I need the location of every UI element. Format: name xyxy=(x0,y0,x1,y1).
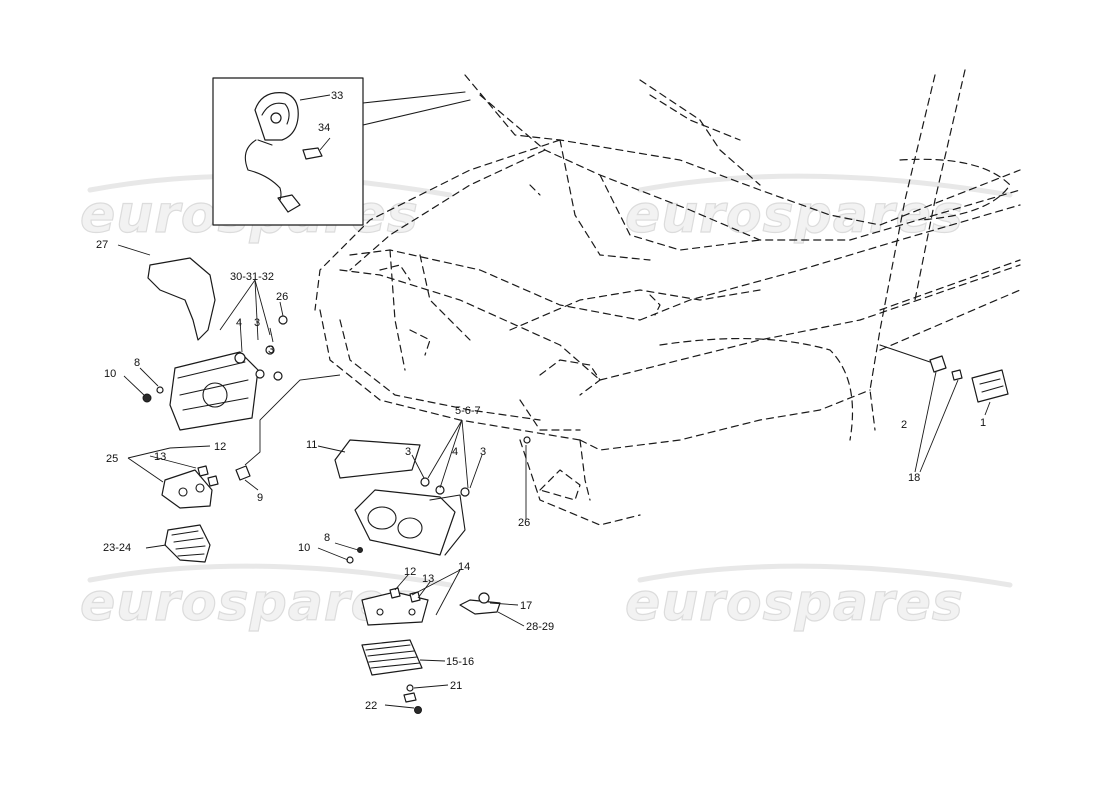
callout-15-16: 15-16 xyxy=(446,656,474,668)
callout-3-left-a: 3 xyxy=(254,317,260,329)
callout-5-6-7: 5-6-7 xyxy=(455,405,481,417)
callout-2: 2 xyxy=(901,419,907,431)
callout-21: 21 xyxy=(450,680,462,692)
callout-12-left: 12 xyxy=(214,441,226,453)
headlamp-right: 5-6-7 3 4 3 26 8 10 xyxy=(298,405,531,564)
callout-4-left: 4 xyxy=(236,317,242,329)
callout-26-left: 26 xyxy=(276,291,288,303)
callout-27: 27 xyxy=(96,239,108,251)
nut-17 xyxy=(478,592,490,604)
watermark-bottom-right: eurospares xyxy=(625,573,964,633)
lens-15-16: 15-16 21 22 xyxy=(361,639,474,714)
watermark-top-right: eurospares xyxy=(625,185,964,245)
callout-12-right: 12 xyxy=(404,566,416,578)
callout-3-right-b: 3 xyxy=(480,446,486,458)
callout-3-left-b: 3 xyxy=(268,344,274,356)
bracket-28-29 xyxy=(459,599,501,615)
callout-17: 17 xyxy=(520,600,532,612)
callout-18: 18 xyxy=(908,472,920,484)
side-marker-lamp: 2 18 1 xyxy=(879,344,1009,484)
callout-10-right: 10 xyxy=(298,542,310,554)
callout-14: 14 xyxy=(458,561,470,573)
callout-8-left: 8 xyxy=(134,357,140,369)
callout-30-31-32: 30-31-32 xyxy=(230,271,274,283)
callout-8-right: 8 xyxy=(324,532,330,544)
callout-34: 34 xyxy=(318,122,330,134)
callout-28-29: 28-29 xyxy=(526,621,554,633)
callout-25: 25 xyxy=(106,453,118,465)
callout-13-right: 13 xyxy=(422,573,434,585)
bracket-11: 11 xyxy=(306,439,421,479)
headlamp-left: 30-31-32 26 4 3 3 8 10 xyxy=(104,271,288,431)
callout-9: 9 xyxy=(257,492,263,504)
fog-lamp-right: 12 13 14 17 28-29 xyxy=(361,561,554,633)
lens-23-24: 23-24 xyxy=(103,524,211,563)
callout-26-right: 26 xyxy=(518,517,530,529)
watermark-bottom-left: eurospares xyxy=(80,573,419,633)
callout-3-right-a: 3 xyxy=(405,446,411,458)
callout-13-left: 13 xyxy=(154,451,166,463)
callout-10-left: 10 xyxy=(104,368,116,380)
callout-23-24: 23-24 xyxy=(103,542,131,554)
fog-lamp-left: 12 25 13 9 xyxy=(106,374,341,509)
callout-11: 11 xyxy=(306,439,317,451)
grommet-9 xyxy=(235,465,251,481)
callout-33: 33 xyxy=(331,90,343,102)
horn-inset: 33 34 xyxy=(212,77,471,226)
callout-1: 1 xyxy=(980,417,986,429)
bracket-27: 27 xyxy=(96,239,216,341)
callout-4-right: 4 xyxy=(452,446,458,458)
connector-icon xyxy=(277,194,301,213)
horn-bulb-icon xyxy=(302,147,323,160)
callout-22: 22 xyxy=(365,700,377,712)
car-body-outline xyxy=(314,69,1021,526)
